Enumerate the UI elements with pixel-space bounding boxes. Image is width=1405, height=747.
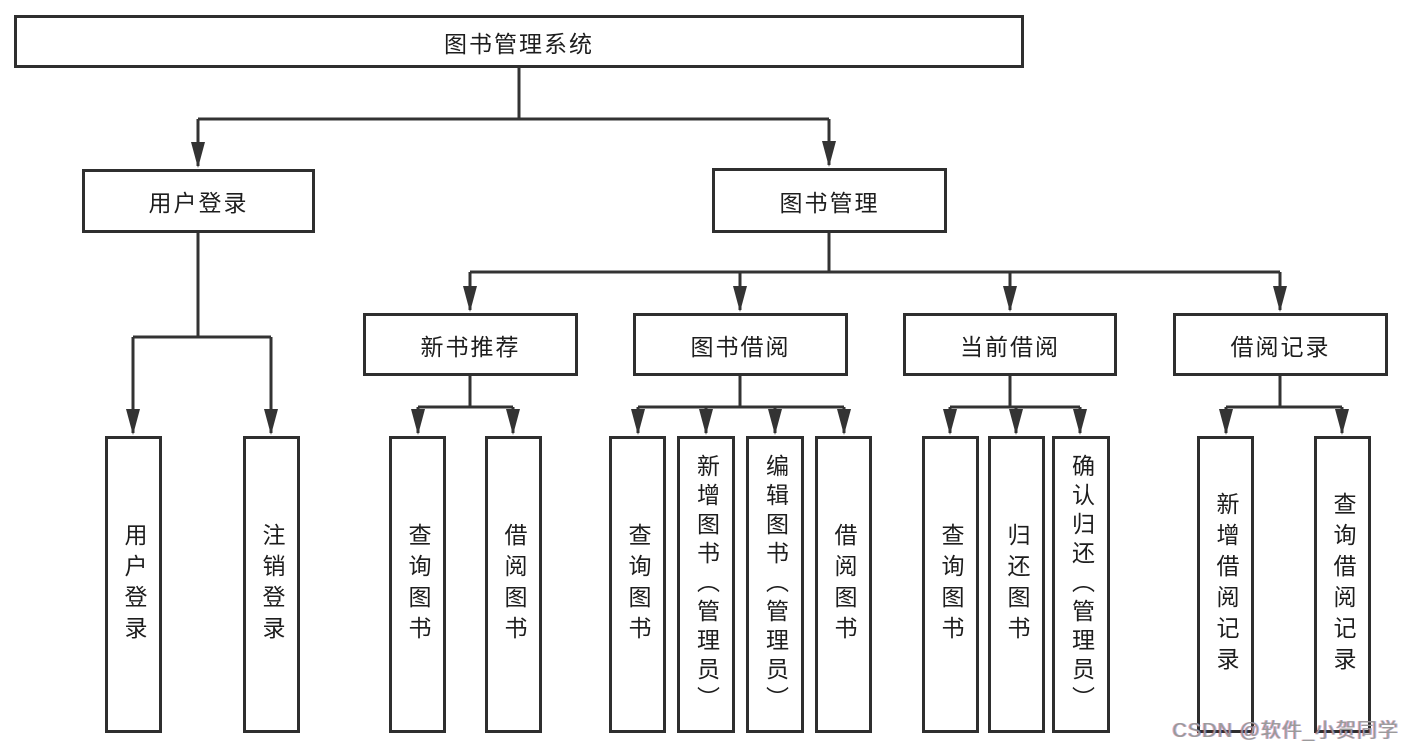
arrowhead [699,409,713,435]
leaf-confirm-return-admin: 确认归还（管理员） [1052,436,1110,733]
arrowhead [1009,409,1023,435]
arrowhead [943,409,957,435]
arrowhead [1273,286,1287,312]
leaf-borrow-books: 借阅图书 [815,436,872,733]
leaf-label: 用户登录 [121,522,147,647]
leaf-label: 查询图书 [625,522,651,647]
arrowhead [126,409,140,435]
leaf-borrow-books-recommend: 借阅图书 [485,436,542,733]
node-user-login: 用户登录 [82,169,315,233]
arrowhead [191,142,205,168]
leaf-add-borrow-record: 新增借阅记录 [1197,436,1254,733]
leaf-add-book-admin: 新增图书（管理员） [677,436,735,733]
node-current-borrow: 当前借阅 [903,313,1117,376]
node-borrow-records: 借阅记录 [1173,313,1388,376]
leaf-label: 借阅图书 [831,522,857,647]
arrowhead [506,409,520,435]
leaf-logout: 注销登录 [243,436,300,733]
connector-user-login-branch [126,233,278,435]
leaf-label: 新增借阅记录 [1213,491,1239,678]
arrowhead [264,409,278,435]
node-book-management: 图书管理 [712,168,947,233]
leaf-label: 借阅图书 [501,522,527,647]
leaf-label: 归还图书 [1004,522,1030,647]
connector-book-management-branch [463,233,1287,312]
leaf-query-borrow-record: 查询借阅记录 [1314,436,1371,733]
csdn-watermark: CSDN @软件_小贺同学 [1172,720,1399,742]
connector-current-borrow-branch [943,376,1087,435]
node-new-book-recommend: 新书推荐 [363,313,578,376]
arrowhead [768,409,782,435]
node-root-system: 图书管理系统 [14,15,1024,68]
leaf-query-books-borrow: 查询图书 [609,436,666,733]
arrowhead [733,286,747,312]
leaf-label: 查询图书 [405,522,431,647]
leaf-return-book: 归还图书 [988,436,1045,733]
node-book-borrow: 图书借阅 [633,313,848,376]
arrowhead [837,409,851,435]
leaf-label: 新增图书（管理员） [693,454,720,715]
leaf-label: 编辑图书（管理员） [762,454,789,715]
arrowhead [1335,409,1349,435]
connector-root-to-level2 [191,68,836,168]
arrowhead [1003,286,1017,312]
connector-book-borrow-branch [631,376,851,435]
leaf-query-books-current: 查询图书 [922,436,979,733]
arrowhead [1073,409,1087,435]
arrowhead [411,409,425,435]
arrowhead [1219,409,1233,435]
leaf-query-books-recommend: 查询图书 [389,436,446,733]
leaf-label: 确认归还（管理员） [1068,454,1095,715]
leaf-user-login: 用户登录 [105,436,162,733]
leaf-label: 查询借阅记录 [1330,491,1356,678]
arrowhead [463,286,477,312]
connector-new-book-branch [411,376,520,435]
leaf-label: 注销登录 [259,522,285,647]
leaf-edit-book-admin: 编辑图书（管理员） [746,436,804,733]
connector-borrow-records-branch [1219,376,1349,435]
leaf-label: 查询图书 [938,522,964,647]
arrowhead [631,409,645,435]
arrowhead [822,141,836,167]
